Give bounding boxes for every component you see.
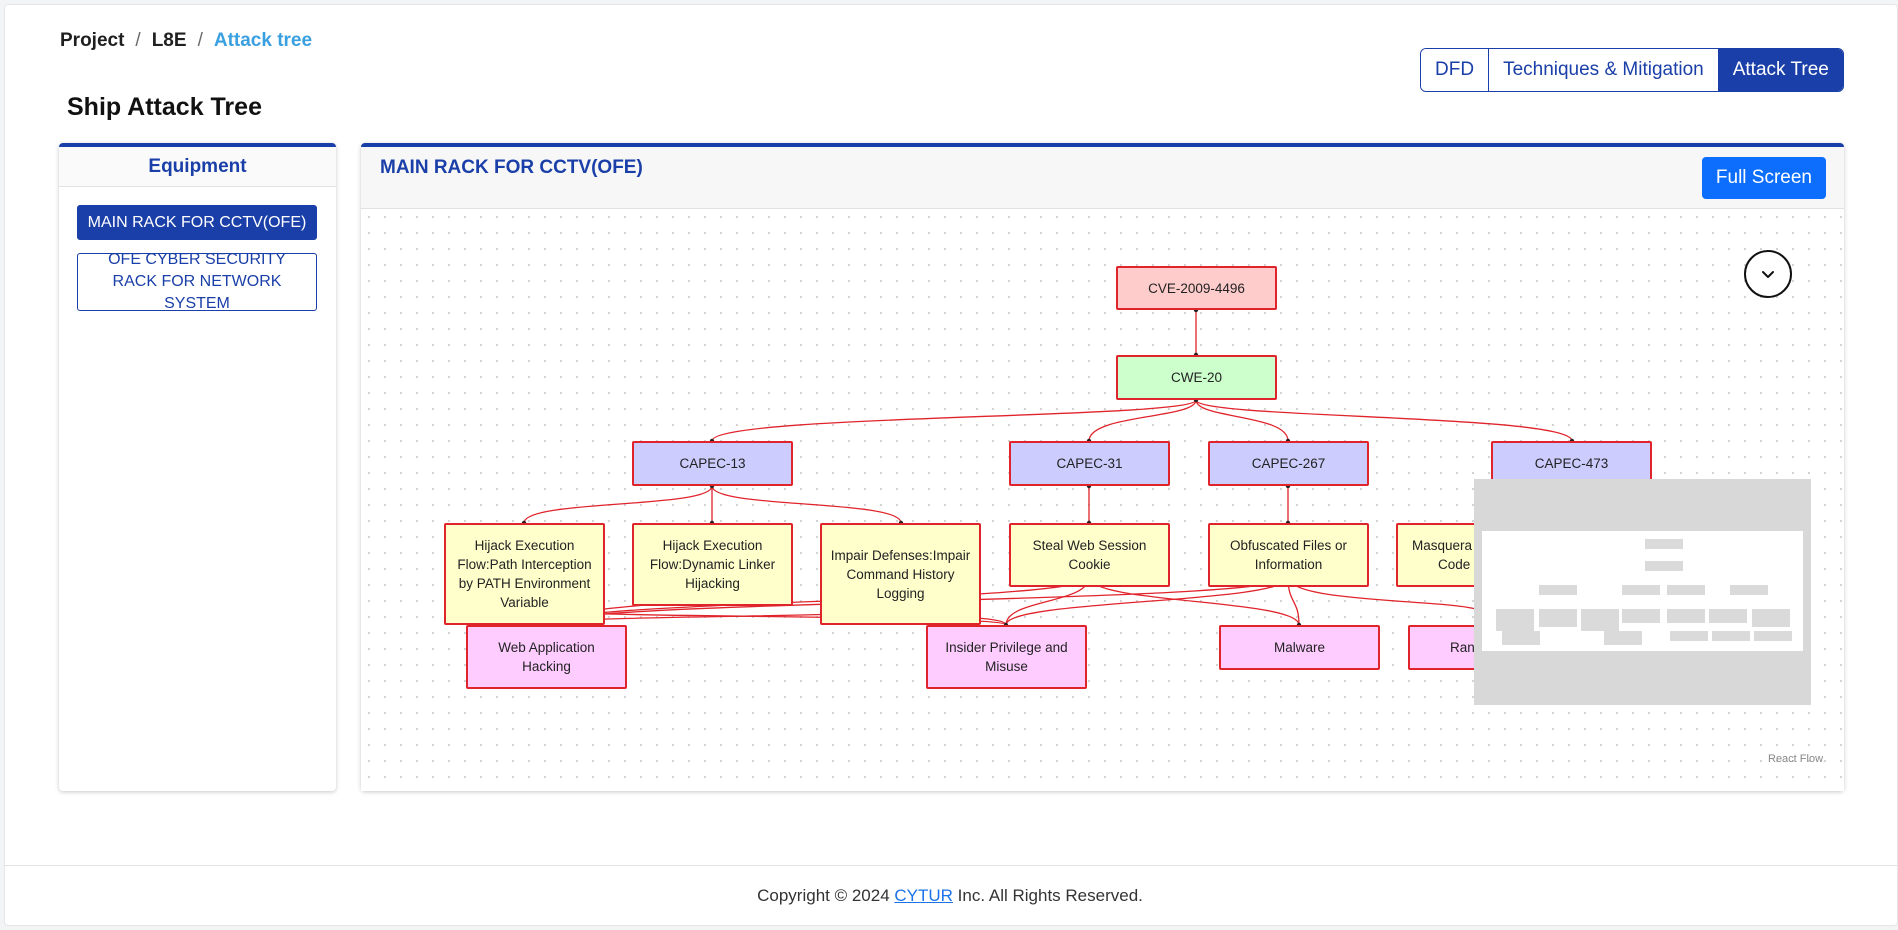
page-container: Project / L8E / Attack tree Ship Attack … [4, 4, 1898, 926]
breadcrumb-separator: / [135, 30, 141, 51]
equipment-title: Equipment [59, 147, 336, 187]
node-technique-masquerading-line2: Code S [1438, 557, 1484, 572]
breadcrumb-project[interactable]: Project [60, 30, 125, 51]
node-technique-steal-cookie[interactable]: Steal Web Session Cookie [1009, 523, 1170, 587]
node-cve[interactable]: CVE-2009-4496 [1116, 266, 1277, 310]
node-capec-13[interactable]: CAPEC-13 [632, 441, 793, 486]
node-technique-impair-defenses[interactable]: Impair Defenses:Impair Command History L… [820, 523, 981, 625]
breadcrumb-ship[interactable]: L8E [151, 30, 187, 51]
node-threat-insider-misuse[interactable]: Insider Privilege and Misuse [926, 625, 1087, 689]
footer-copyright-prefix: Copyright © 2024 [757, 886, 895, 905]
node-technique-dynamic-linker[interactable]: Hijack Execution Flow:Dynamic Linker Hij… [632, 523, 793, 606]
edge [1195, 399, 1573, 442]
expand-toggle-button[interactable] [1744, 250, 1792, 298]
tab-dfd[interactable]: DFD [1421, 49, 1490, 91]
node-cwe[interactable]: CWE-20 [1116, 355, 1277, 400]
minimap[interactable] [1474, 479, 1811, 705]
equipment-item-main-rack[interactable]: MAIN RACK FOR CCTV(OFE) [77, 205, 317, 240]
edge [711, 399, 1197, 442]
footer-copyright-suffix: Inc. All Rights Reserved. [952, 886, 1143, 905]
equipment-item-cyber-security-rack[interactable]: OFE CYBER SECURITY RACK FOR NETWORK SYST… [77, 251, 317, 312]
edge [1195, 399, 1289, 442]
edge [523, 485, 713, 524]
breadcrumb: Project / L8E / Attack tree [60, 30, 312, 52]
node-technique-obfuscated-files[interactable]: Obfuscated Files or Information [1208, 523, 1369, 587]
minimap-viewport [1482, 531, 1803, 651]
node-capec-267[interactable]: CAPEC-267 [1208, 441, 1369, 486]
breadcrumb-separator: / [197, 30, 203, 51]
footer: Copyright © 2024 CYTUR Inc. All Rights R… [1, 886, 1898, 906]
footer-divider [5, 865, 1898, 866]
attack-tree-title: MAIN RACK FOR CCTV(OFE) [380, 157, 643, 178]
tab-attack-tree[interactable]: Attack Tree [1718, 49, 1843, 91]
node-threat-malware[interactable]: Malware [1219, 625, 1380, 670]
chevron-down-icon [1762, 271, 1774, 278]
attack-tree-panel: MAIN RACK FOR CCTV(OFE) Full Screen [361, 143, 1844, 791]
view-switch: DFD Techniques & Mitigation Attack Tree [1420, 48, 1844, 92]
edge [1088, 399, 1197, 442]
node-technique-path-interception[interactable]: Hijack Execution Flow:Path Interception … [444, 523, 605, 625]
page-title: Ship Attack Tree [67, 93, 262, 121]
footer-company-link[interactable]: CYTUR [894, 886, 953, 905]
node-technique-masquerading-line1: Masquera [1412, 538, 1473, 553]
breadcrumb-current: Attack tree [213, 30, 313, 51]
attack-tree-header: MAIN RACK FOR CCTV(OFE) Full Screen [361, 147, 1844, 209]
edge [711, 485, 902, 524]
node-capec-31[interactable]: CAPEC-31 [1009, 441, 1170, 486]
flow-canvas[interactable]: CVE-2009-4496 CWE-20 CAPEC-13 CAPEC-31 C… [361, 209, 1844, 791]
equipment-panel: Equipment MAIN RACK FOR CCTV(OFE) OFE CY… [59, 143, 336, 791]
node-threat-web-app-hacking[interactable]: Web Application Hacking [466, 625, 627, 689]
react-flow-attribution[interactable]: React Flow [1768, 753, 1824, 765]
tab-techniques-mitigation[interactable]: Techniques & Mitigation [1489, 49, 1719, 91]
node-capec-473[interactable]: CAPEC-473 [1491, 441, 1652, 486]
full-screen-button[interactable]: Full Screen [1701, 157, 1826, 199]
